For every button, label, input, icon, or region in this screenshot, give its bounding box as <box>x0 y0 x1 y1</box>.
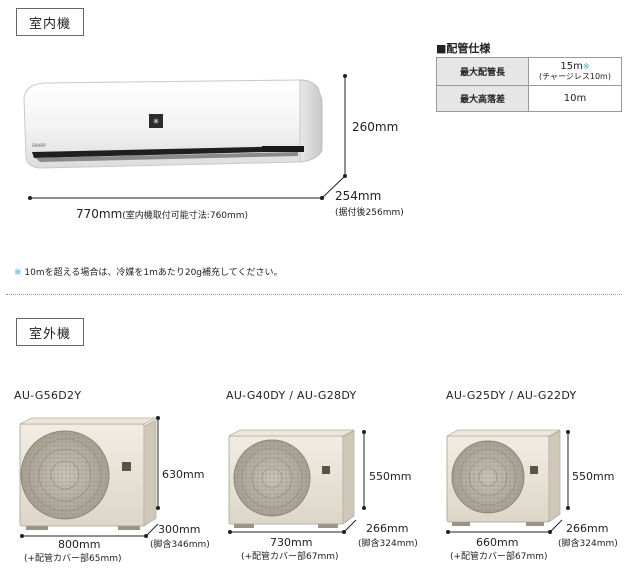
outdoor-3-height: 550mm <box>572 470 615 483</box>
outdoor-3-depth: 266mm <box>566 522 609 535</box>
outdoor-unit-3 <box>446 429 570 534</box>
indoor-height-dim: 260mm <box>352 120 399 134</box>
outdoor-1-height: 630mm <box>162 468 205 481</box>
svg-text:✳: ✳ <box>153 117 160 126</box>
outdoor-2-width: 730mm <box>270 536 313 549</box>
table-row: 最大高落差 10m <box>436 85 622 112</box>
spec-label: 最大配管長 <box>436 57 529 86</box>
note-text: 10mを超える場合は、冷媒を1mあたり20g補充してください。 <box>21 268 283 278</box>
outdoor-model-1: AU-G56D2Y <box>14 389 82 402</box>
outdoor-model-3: AU-G25DY / AU-G22DY <box>446 389 577 402</box>
outdoor-unit-1 <box>19 416 160 538</box>
spec-value: 15m※ (チャージレス10m) <box>528 57 622 86</box>
outdoor-3-width-note: (+配管カバー部67mm) <box>450 552 548 562</box>
outdoor-unit-2 <box>228 429 366 534</box>
outdoor-model-2: AU-G40DY / AU-G28DY <box>226 389 357 402</box>
indoor-section-label: 室内機 <box>16 8 84 36</box>
refrigerant-note: ※ 10mを超える場合は、冷媒を1mあたり20g補充してください。 <box>14 265 282 278</box>
outdoor-2-height: 550mm <box>369 470 412 483</box>
outdoor-1-width: 800mm <box>58 538 101 551</box>
spec-value-mark: ※ <box>582 62 590 71</box>
outdoor-section-label: 室外機 <box>16 318 84 346</box>
indoor-width-dim: 770mm <box>76 207 123 221</box>
indoor-depth-dim: 254mm <box>335 189 382 203</box>
spec-label: 最大高落差 <box>436 85 529 112</box>
outdoor-2-depth-note: (脚含324mm) <box>358 539 418 549</box>
outdoor-1-width-note: (+配管カバー部65mm) <box>24 554 122 564</box>
spec-value-main: 15m <box>560 61 583 72</box>
indoor-depth-note: (据付後256mm) <box>335 208 404 218</box>
outdoor-2-width-note: (+配管カバー部67mm) <box>241 552 339 562</box>
brand-text: SHARP <box>32 143 46 148</box>
piping-spec-table: 最大配管長 15m※ (チャージレス10m) 最大高落差 10m <box>436 57 622 112</box>
outdoor-1-depth: 300mm <box>158 523 201 536</box>
outdoor-3-depth-note: (脚含324mm) <box>558 539 618 549</box>
spec-value: 10m <box>528 85 622 112</box>
table-row: 最大配管長 15m※ (チャージレス10m) <box>436 57 622 86</box>
spec-value-sub: (チャージレス10m) <box>539 72 611 81</box>
indoor-width-group: 770mm(室内機取付可能寸法:760mm) <box>76 203 248 222</box>
outdoor-1-depth-note: (脚含346mm) <box>150 540 210 550</box>
indoor-width-note: (室内機取付可能寸法:760mm) <box>122 211 249 221</box>
piping-spec-title: ■配管仕様 <box>436 42 491 55</box>
note-mark: ※ <box>14 268 22 278</box>
section-divider <box>6 294 622 295</box>
outdoor-3-width: 660mm <box>476 536 519 549</box>
outdoor-2-depth: 266mm <box>366 522 409 535</box>
